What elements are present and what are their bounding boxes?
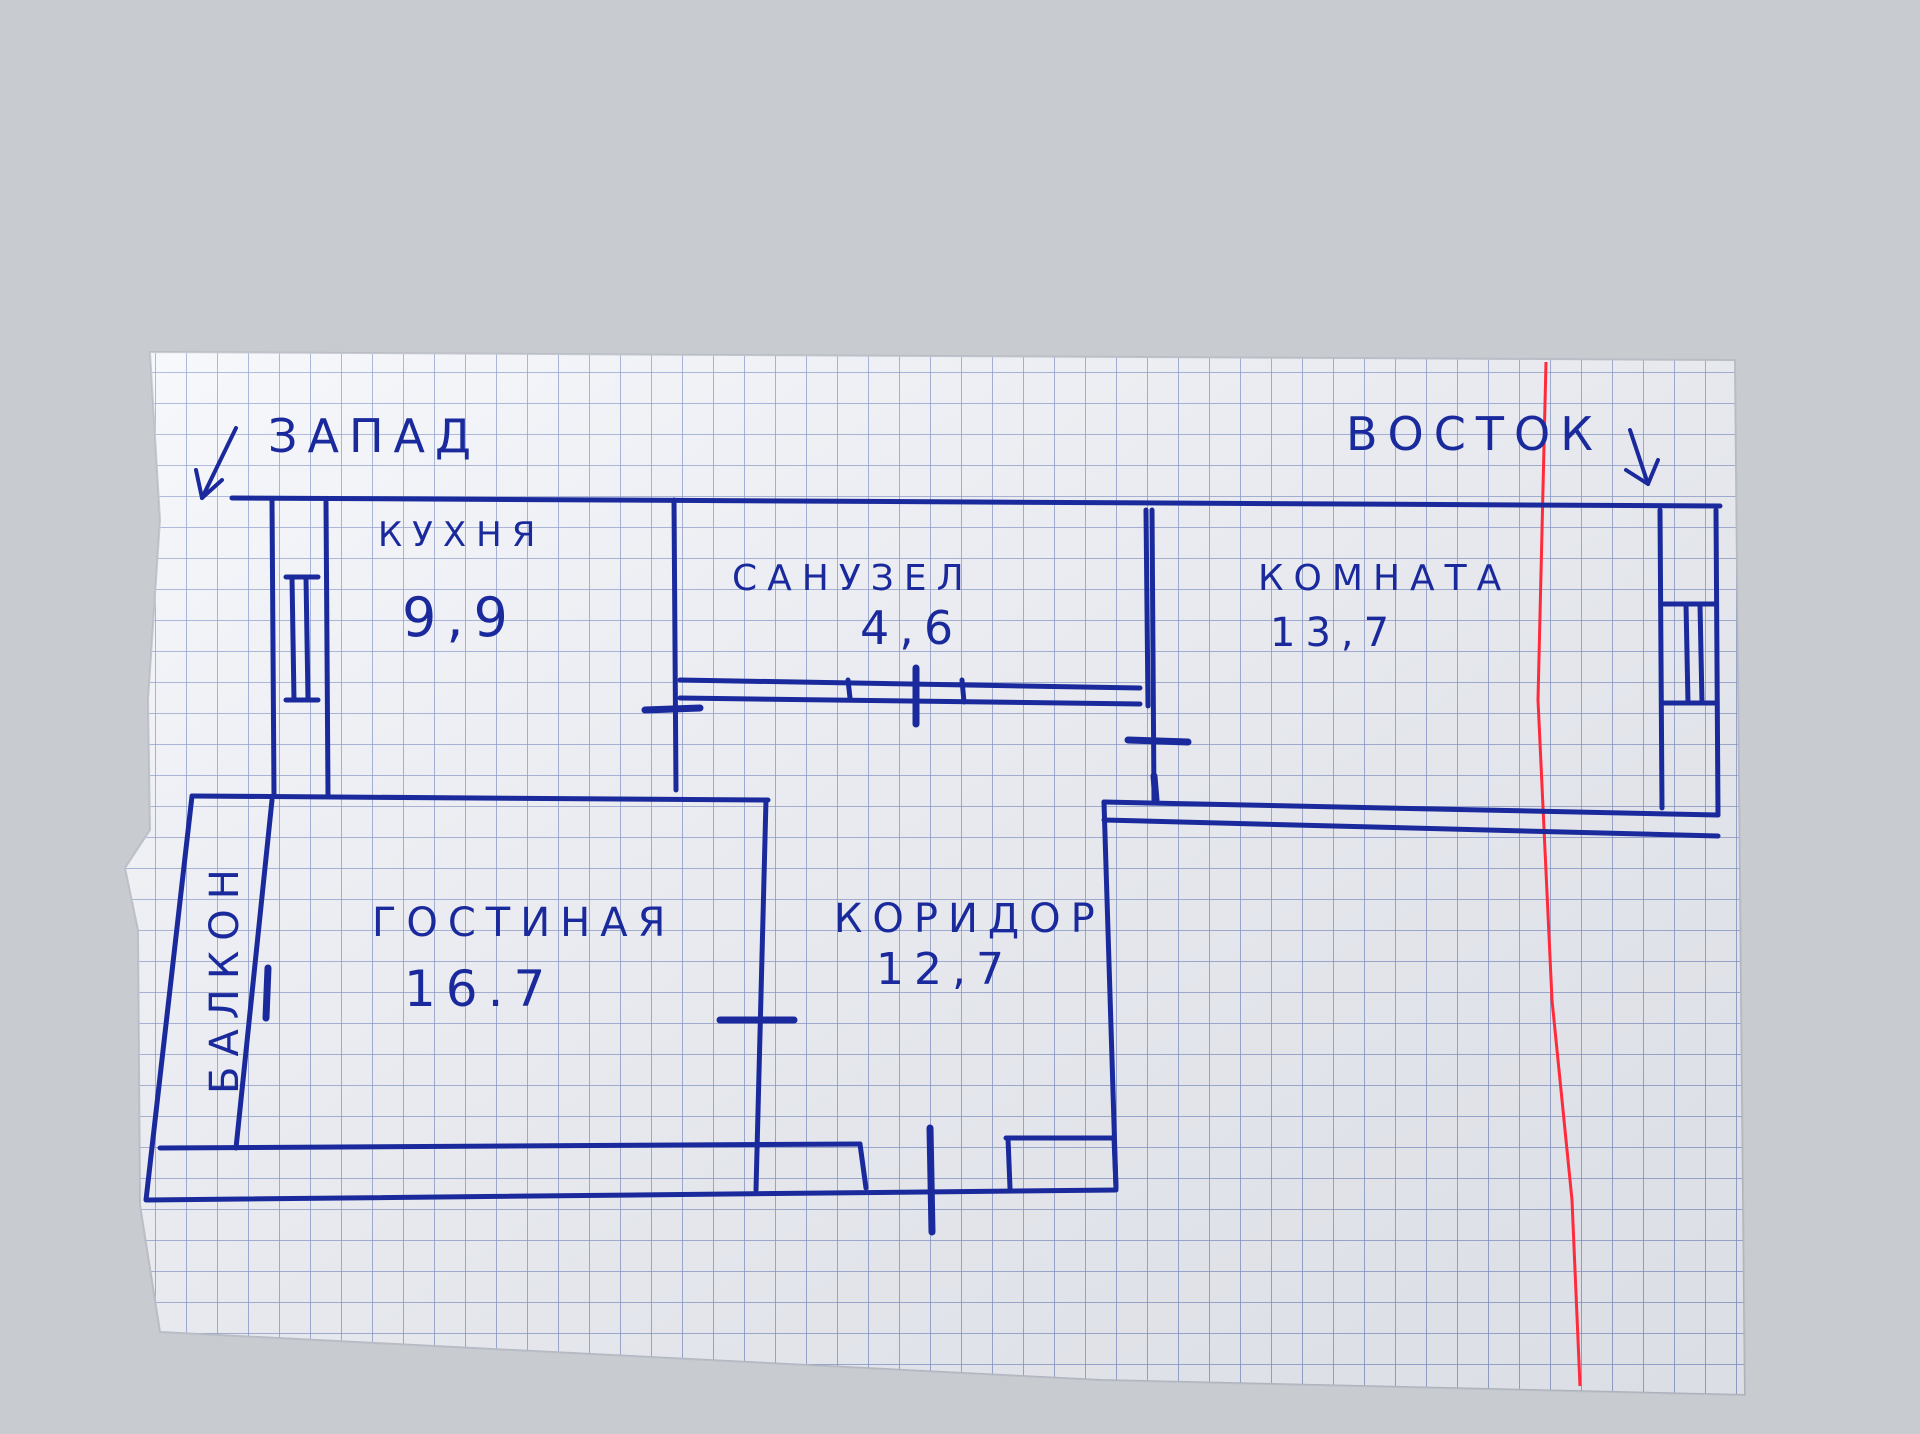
labels: ЗАПАД ВОСТОК КУХНЯ 9,9 САНУЗЕЛ 4,6 КОМНА… [202, 407, 1603, 1094]
direction-arrows [194, 426, 1660, 500]
room-name: КОМНАТА [1258, 558, 1511, 599]
paper-sheet [123, 350, 1747, 1397]
corridor-name: КОРИДОР [834, 896, 1105, 942]
balcony-name: БАЛКОН [202, 859, 248, 1094]
west-label: ЗАПАД [268, 409, 481, 463]
margin-line [1536, 361, 1582, 1387]
bathroom-name: САНУЗЕЛ [732, 558, 974, 599]
east-arrow-icon [1628, 428, 1650, 486]
east-label: ВОСТОК [1346, 407, 1603, 461]
corridor-area: 12,7 [876, 944, 1014, 995]
kitchen-name: КУХНЯ [378, 515, 545, 555]
living-name: ГОСТИНАЯ [372, 900, 675, 946]
kitchen-area: 9,9 [402, 586, 518, 649]
room-area: 13,7 [1270, 610, 1399, 656]
west-arrow-icon [200, 426, 238, 500]
walls [143, 495, 1723, 1203]
bathroom-area: 4,6 [860, 601, 963, 655]
door-marks [262, 664, 1192, 1236]
living-area: 16.7 [404, 960, 555, 1018]
